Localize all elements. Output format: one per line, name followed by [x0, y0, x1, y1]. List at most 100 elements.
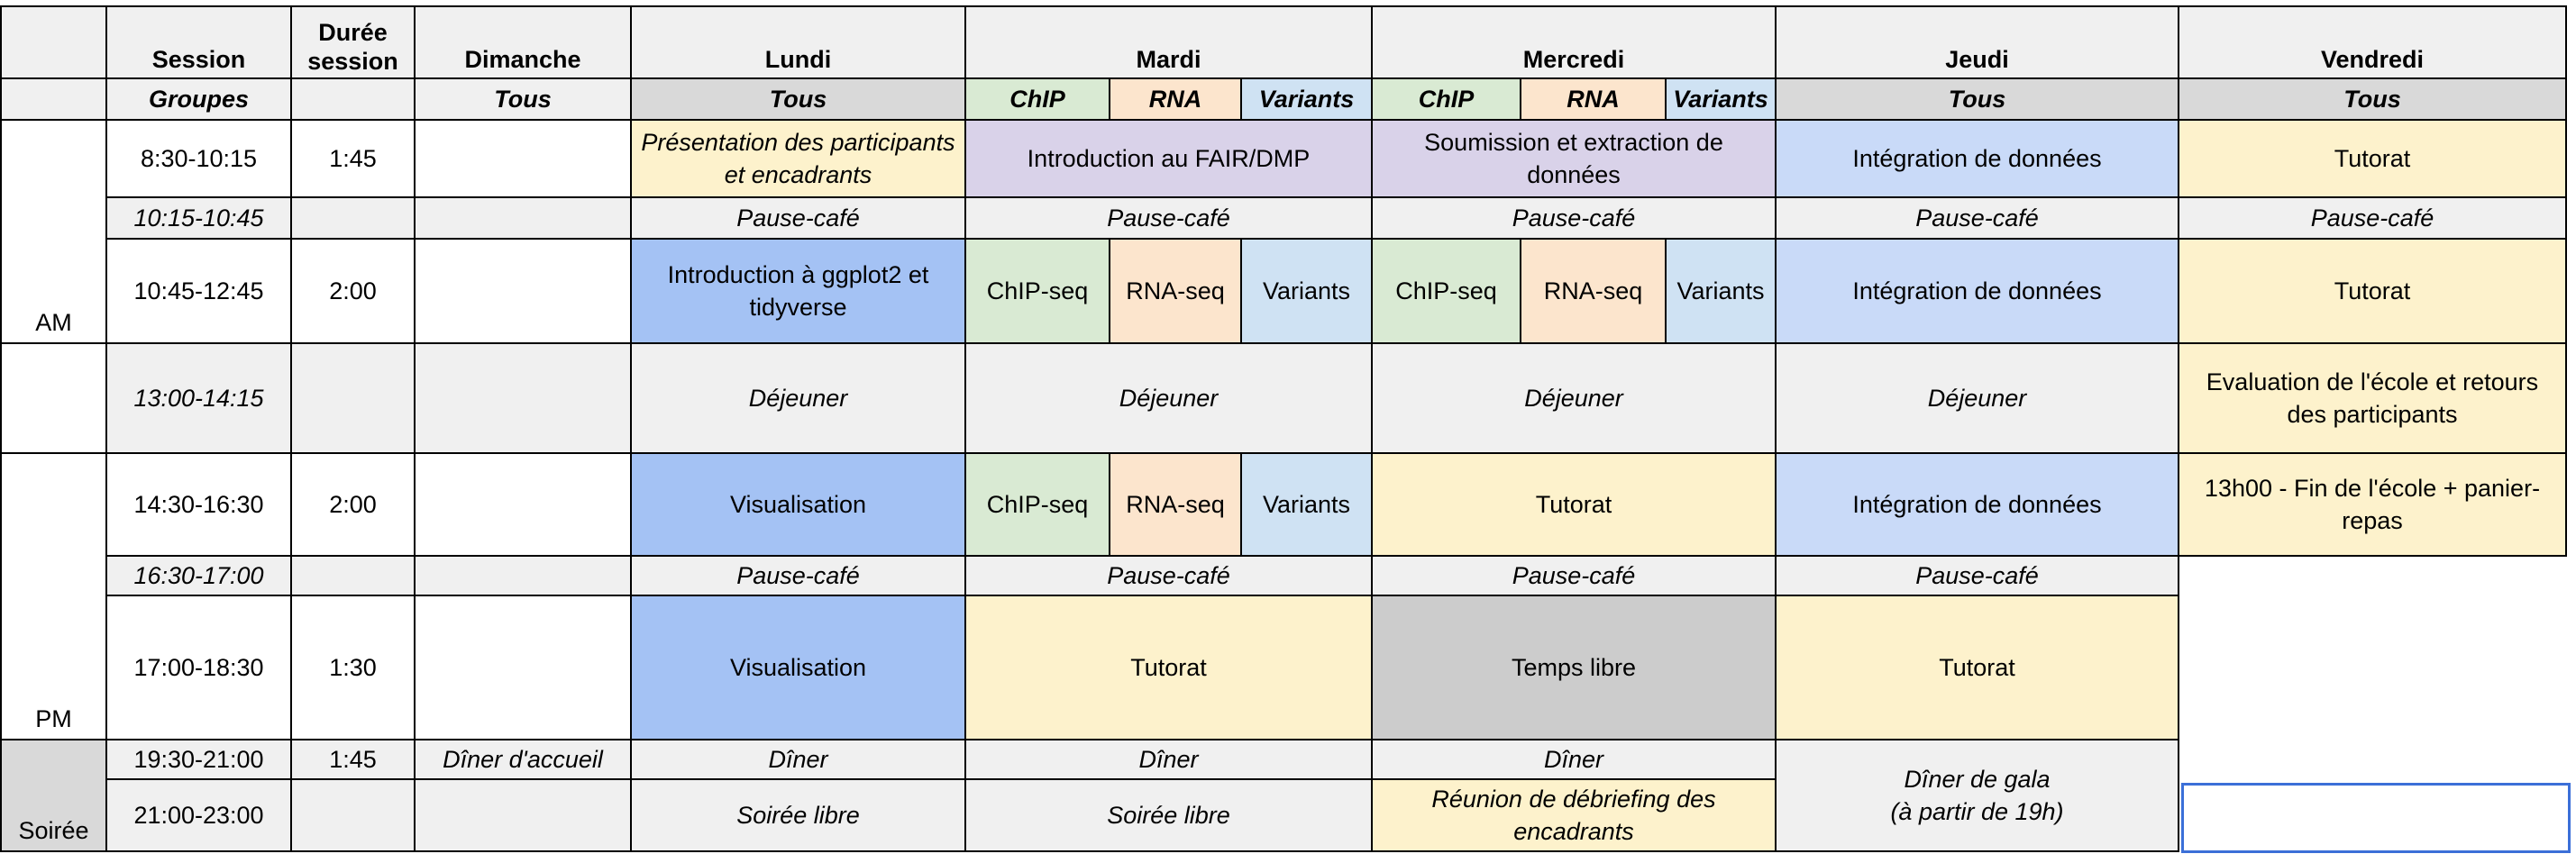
- duration-cell[interactable]: [290, 342, 416, 454]
- groups-corner[interactable]: [0, 77, 107, 121]
- time-cell[interactable]: 10:15-10:45: [105, 196, 292, 240]
- mercredi-chip-seq[interactable]: ChIP-seq: [1371, 238, 1521, 344]
- mercredi-rna-seq[interactable]: RNA-seq: [1520, 238, 1667, 344]
- mercredi-temps-libre[interactable]: Temps libre: [1371, 595, 1777, 740]
- vendredi-fin-ecole[interactable]: 13h00 - Fin de l'école + panier-repas: [2178, 452, 2567, 557]
- duration-cell[interactable]: 1:30: [290, 595, 416, 740]
- header-session[interactable]: Session: [105, 5, 292, 79]
- time-cell[interactable]: 10:45-12:45: [105, 238, 292, 344]
- dejeuner-cell[interactable]: Déjeuner: [1371, 342, 1777, 454]
- jeudi-tutorat[interactable]: Tutorat: [1775, 595, 2179, 740]
- period-pm[interactable]: PM: [0, 452, 107, 740]
- jeudi-integration[interactable]: Intégration de données: [1775, 119, 2179, 198]
- header-mercredi[interactable]: Mercredi: [1371, 5, 1777, 79]
- lundi-presentation[interactable]: Présentation des participants et encadra…: [630, 119, 966, 198]
- mercredi-tutorat[interactable]: Tutorat: [1371, 452, 1777, 557]
- header-mardi[interactable]: Mardi: [964, 5, 1373, 79]
- pause-cafe[interactable]: Pause-café: [1775, 555, 2179, 596]
- groups-lundi[interactable]: Tous: [630, 77, 966, 121]
- pause-cafe[interactable]: Pause-café: [1371, 196, 1777, 240]
- jeudi-integration[interactable]: Intégration de données: [1775, 238, 2179, 344]
- header-vendredi[interactable]: Vendredi: [2178, 5, 2567, 79]
- groups-duree[interactable]: [290, 77, 416, 121]
- dimanche-cell[interactable]: [414, 778, 632, 852]
- time-cell[interactable]: 21:00-23:00: [105, 778, 292, 852]
- header-lundi[interactable]: Lundi: [630, 5, 966, 79]
- time-cell[interactable]: 17:00-18:30: [105, 595, 292, 740]
- mercredi-reunion-debriefing[interactable]: Réunion de débriefing des encadrants: [1371, 778, 1777, 852]
- mardi-chip-seq[interactable]: ChIP-seq: [964, 238, 1110, 344]
- mardi-variants[interactable]: Variants: [1240, 452, 1373, 557]
- dimanche-diner-accueil[interactable]: Dîner d'accueil: [414, 739, 632, 780]
- lundi-visualisation[interactable]: Visualisation: [630, 595, 966, 740]
- soiree-libre[interactable]: Soirée libre: [964, 778, 1373, 852]
- diner-cell[interactable]: Dîner: [1371, 739, 1777, 780]
- duration-cell[interactable]: 2:00: [290, 238, 416, 344]
- time-cell[interactable]: 13:00-14:15: [105, 342, 292, 454]
- vendredi-evaluation[interactable]: Evaluation de l'école et retours des par…: [2178, 342, 2567, 454]
- duration-cell[interactable]: [290, 196, 416, 240]
- groups-mardi-variants[interactable]: Variants: [1240, 77, 1373, 121]
- mardi-tutorat[interactable]: Tutorat: [964, 595, 1373, 740]
- dimanche-cell[interactable]: [414, 238, 632, 344]
- groups-mercredi-chip[interactable]: ChIP: [1371, 77, 1521, 121]
- mardi-fair-dmp[interactable]: Introduction au FAIR/DMP: [964, 119, 1373, 198]
- mardi-chip-seq[interactable]: ChIP-seq: [964, 452, 1110, 557]
- vendredi-tutorat[interactable]: Tutorat: [2178, 238, 2567, 344]
- groups-label[interactable]: Groupes: [105, 77, 292, 121]
- pause-cafe[interactable]: Pause-café: [1775, 196, 2179, 240]
- pause-cafe[interactable]: Pause-café: [2178, 196, 2567, 240]
- dimanche-cell[interactable]: [414, 119, 632, 198]
- selected-cell[interactable]: [2181, 783, 2571, 853]
- time-cell[interactable]: 19:30-21:00: [105, 739, 292, 780]
- groups-mardi-chip[interactable]: ChIP: [964, 77, 1110, 121]
- duration-cell[interactable]: [290, 555, 416, 596]
- pause-cafe[interactable]: Pause-café: [1371, 555, 1777, 596]
- header-dimanche[interactable]: Dimanche: [414, 5, 632, 79]
- dimanche-cell[interactable]: [414, 196, 632, 240]
- groups-mercredi-rna[interactable]: RNA: [1520, 77, 1667, 121]
- dejeuner-cell[interactable]: Déjeuner: [1775, 342, 2179, 454]
- dimanche-cell[interactable]: [414, 555, 632, 596]
- lundi-ggplot2[interactable]: Introduction à ggplot2 et tidyverse: [630, 238, 966, 344]
- period-am[interactable]: AM: [0, 119, 107, 344]
- header-duree[interactable]: Durée session: [290, 5, 416, 79]
- diner-cell[interactable]: Dîner: [964, 739, 1373, 780]
- jeudi-diner-gala[interactable]: Dîner de gala (à partir de 19h): [1775, 739, 2179, 852]
- groups-dimanche[interactable]: Tous: [414, 77, 632, 121]
- mardi-rna-seq[interactable]: RNA-seq: [1109, 238, 1242, 344]
- diner-cell[interactable]: Dîner: [630, 739, 966, 780]
- duration-cell[interactable]: [290, 778, 416, 852]
- duration-cell[interactable]: 2:00: [290, 452, 416, 557]
- time-cell[interactable]: 8:30-10:15: [105, 119, 292, 198]
- mardi-variants[interactable]: Variants: [1240, 238, 1373, 344]
- time-cell[interactable]: 16:30-17:00: [105, 555, 292, 596]
- soiree-libre[interactable]: Soirée libre: [630, 778, 966, 852]
- groups-mardi-rna[interactable]: RNA: [1109, 77, 1242, 121]
- dimanche-cell[interactable]: [414, 595, 632, 740]
- dejeuner-cell[interactable]: Déjeuner: [630, 342, 966, 454]
- time-cell[interactable]: 14:30-16:30: [105, 452, 292, 557]
- pause-cafe[interactable]: Pause-café: [630, 196, 966, 240]
- lundi-visualisation[interactable]: Visualisation: [630, 452, 966, 557]
- groups-vendredi[interactable]: Tous: [2178, 77, 2567, 121]
- duration-cell[interactable]: 1:45: [290, 739, 416, 780]
- pause-cafe[interactable]: Pause-café: [964, 555, 1373, 596]
- duration-cell[interactable]: 1:45: [290, 119, 416, 198]
- header-jeudi[interactable]: Jeudi: [1775, 5, 2179, 79]
- corner-cell[interactable]: [0, 5, 107, 79]
- groups-jeudi[interactable]: Tous: [1775, 77, 2179, 121]
- period-soiree[interactable]: Soirée: [0, 739, 107, 852]
- dimanche-cell[interactable]: [414, 342, 632, 454]
- vendredi-tutorat[interactable]: Tutorat: [2178, 119, 2567, 198]
- pause-cafe[interactable]: Pause-café: [630, 555, 966, 596]
- period-lunch[interactable]: [0, 342, 107, 454]
- pause-cafe[interactable]: Pause-café: [964, 196, 1373, 240]
- mercredi-variants[interactable]: Variants: [1665, 238, 1777, 344]
- dejeuner-cell[interactable]: Déjeuner: [964, 342, 1373, 454]
- jeudi-integration[interactable]: Intégration de données: [1775, 452, 2179, 557]
- mercredi-soumission[interactable]: Soumission et extraction de données: [1371, 119, 1777, 198]
- mardi-rna-seq[interactable]: RNA-seq: [1109, 452, 1242, 557]
- dimanche-cell[interactable]: [414, 452, 632, 557]
- groups-mercredi-variants[interactable]: Variants: [1665, 77, 1777, 121]
